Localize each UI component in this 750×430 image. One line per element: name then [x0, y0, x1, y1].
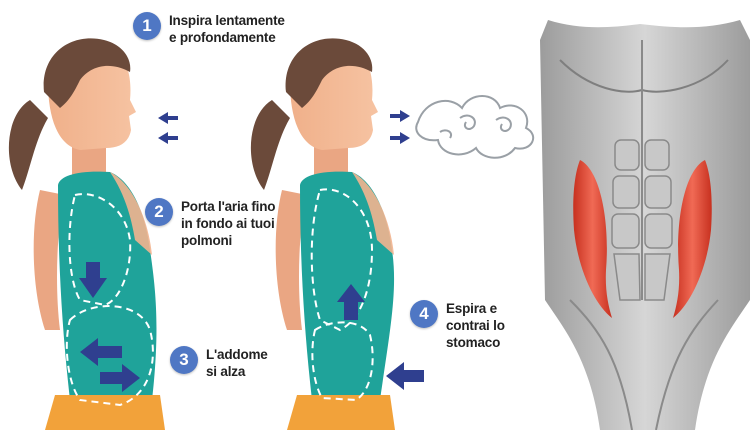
abdominal-muscles-image [540, 20, 750, 430]
figure-inhale [9, 38, 165, 430]
shorts [287, 395, 395, 430]
step-3: 3 L'addome si alza [170, 346, 268, 380]
exhale-arrows-icon [390, 110, 410, 144]
step-number-badge: 2 [145, 198, 173, 226]
step-number-badge: 3 [170, 346, 198, 374]
step-text: Inspira lentamente e profondamente [169, 12, 285, 46]
step-2: 2 Porta l'aria fino in fondo ai tuoi pol… [145, 198, 275, 249]
step-number-badge: 4 [410, 300, 438, 328]
push-arrow-icon [386, 362, 424, 390]
step-text: Espira e contrai lo stomaco [446, 300, 505, 351]
torso [58, 172, 156, 400]
step-text: L'addome si alza [206, 346, 268, 380]
step-text: Porta l'aria fino in fondo ai tuoi polmo… [181, 198, 275, 249]
breath-cloud-icon [416, 96, 533, 158]
ponytail [251, 100, 290, 190]
ponytail [9, 100, 48, 190]
step-4: 4 Espira e contrai lo stomaco [410, 300, 505, 351]
shorts [45, 395, 165, 430]
step-1: 1 Inspira lentamente e profondamente [133, 12, 285, 46]
inhale-arrows-icon [158, 112, 178, 144]
step-number-badge: 1 [133, 12, 161, 40]
